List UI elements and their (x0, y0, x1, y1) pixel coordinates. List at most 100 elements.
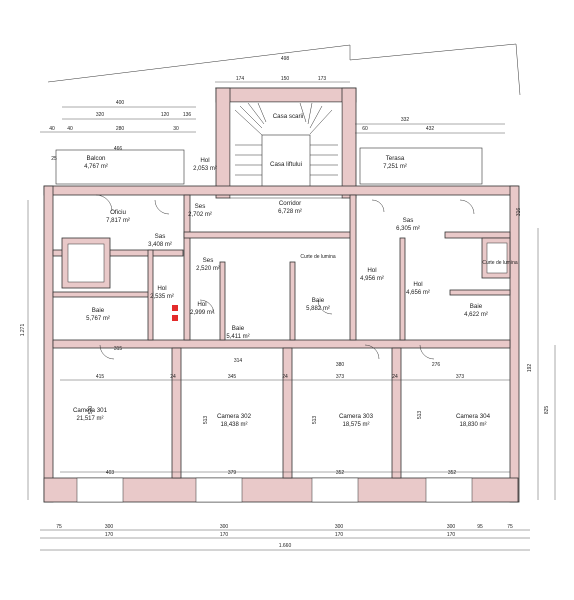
wall-oficiu-south (52, 249, 184, 257)
room-area-ses-mid: 2,520 m² (196, 266, 220, 272)
dim-room-12: 513 (203, 416, 209, 425)
wall-central-left (183, 194, 191, 341)
dim-top-13: 60 (362, 126, 368, 132)
stair-steps (234, 102, 338, 176)
dim-room-11: 520 (88, 406, 94, 415)
room-name-camera-301: Camera 301 (73, 407, 108, 414)
dim-top-15: 466 (114, 146, 123, 152)
room-area-hol-c: 4,956 m² (360, 276, 384, 282)
dim-top-6: 120 (161, 112, 170, 118)
dim-top-8: 280 (116, 126, 125, 132)
room-area-sas-right: 6,305 m² (396, 226, 420, 232)
dim-top-3: 173 (318, 76, 327, 82)
dim-room-7: 24 (282, 374, 288, 380)
dim-room-6: 345 (228, 374, 237, 380)
red-marker-2 (172, 315, 178, 321)
dim-bottom1-1: 379 (228, 470, 237, 476)
room-area-hol-top: 2,053 m² (193, 166, 217, 172)
dim-right-0: 825 (544, 406, 550, 415)
wall-hol-d (399, 237, 406, 341)
wall-corridor-south (183, 231, 355, 239)
terrace-outline (359, 147, 483, 185)
dim-bottom2-6: 170 (335, 532, 344, 538)
room-name-camera-303: Camera 303 (339, 413, 374, 420)
stair-wall-left (215, 87, 231, 199)
room-area-ses-top: 2,702 m² (188, 212, 212, 218)
dim-bottom2-1: 300 (105, 524, 114, 530)
wall-301-302 (171, 347, 182, 479)
room-area-oficiu: 7,817 m² (106, 218, 130, 224)
dim-bottom2-5: 300 (335, 524, 344, 530)
wall-bedrooms-north (52, 339, 511, 349)
wall-east (509, 185, 520, 503)
dim-room-13: 513 (312, 416, 318, 425)
dim-bottom-total: 1.660 (279, 543, 292, 549)
dim-room-8: 373 (336, 374, 345, 380)
room-name-baie-left: Baie (92, 307, 105, 314)
room-area-camera-302: 18,438 m² (220, 422, 247, 428)
dim-top-16: 25 (51, 156, 57, 162)
dim-top-12: 332 (401, 117, 410, 123)
stair-wall-right (341, 87, 357, 199)
dim-room-14: 513 (417, 411, 423, 420)
light-court-right-void (486, 242, 508, 274)
dim-room-2: 380 (336, 362, 345, 368)
door-swings (95, 194, 475, 360)
room-name-sas-left: Sas (155, 233, 166, 240)
room-name-hol-top: Hol (200, 157, 209, 164)
room-name-camera-302: Camera 302 (217, 413, 252, 420)
dim-room-1: 314 (234, 358, 243, 364)
wall-west (43, 185, 54, 503)
wall-baie-left-east (147, 249, 154, 341)
light-court-left-void (67, 243, 105, 283)
dim-left-0: 1.271 (20, 324, 26, 337)
room-area-baie-small: 5,411 m² (226, 334, 249, 340)
dimension-lines (27, 81, 556, 551)
dim-top-5: 320 (96, 112, 105, 118)
wall-303-304 (391, 347, 402, 479)
room-name-hol-b: Hol (197, 301, 206, 308)
dim-bottom1-3: 352 (448, 470, 457, 476)
balcony-outline (55, 149, 185, 185)
dim-bottom2-9: 95 (477, 524, 483, 530)
dim-room-9: 24 (392, 374, 398, 380)
dim-right-2: 316 (516, 208, 522, 217)
dim-top-4: 400 (116, 100, 125, 106)
dim-top-14: 432 (426, 126, 435, 132)
room-name-oficiu: Oficiu (110, 209, 126, 216)
room-name-baie-right: Baie (470, 303, 483, 310)
room-area-terasa: 7,251 m² (383, 164, 407, 170)
dim-top-11: 30 (173, 126, 179, 132)
room-area-corridor: 6,728 m² (278, 209, 302, 215)
room-area-camera-304: 18,830 m² (459, 422, 486, 428)
dim-bottom2-3: 300 (220, 524, 229, 530)
wall-right-wing (444, 231, 511, 239)
dim-top-1: 174 (236, 76, 245, 82)
dim-bottom2-10: 75 (507, 524, 513, 530)
dim-bottom2-0: 75 (56, 524, 62, 530)
wall-north (43, 185, 519, 196)
room-name-baie-mid: Baie (312, 297, 325, 304)
room-name-casa-liftului: Casa liftului (270, 161, 302, 168)
dim-room-5: 24 (170, 374, 176, 380)
room-name-corridor: Corridor (279, 200, 301, 207)
dim-top-7: 136 (183, 112, 192, 118)
room-area-baie-right: 4,622 m² (464, 312, 488, 318)
dim-bottom2-2: 170 (105, 532, 114, 538)
dim-top-10: 40 (67, 126, 73, 132)
room-area-baie-mid: 5,882 m² (306, 306, 330, 312)
dim-bottom2-4: 170 (220, 532, 229, 538)
room-area-balcon: 4,767 m² (84, 164, 108, 170)
red-marker-1 (172, 305, 178, 311)
dim-bottom1-0: 403 (106, 470, 115, 476)
wall-302-303 (282, 347, 293, 479)
dim-top-2: 150 (281, 76, 290, 82)
room-area-hol-a: 2,535 m² (150, 294, 174, 300)
dim-top-0: 498 (281, 56, 290, 62)
wall-baie-left-north (52, 291, 154, 298)
south-windows (76, 477, 473, 503)
room-area-hol-b: 2,999 m² (190, 310, 214, 316)
room-name-hol-a: Hol (157, 285, 166, 292)
